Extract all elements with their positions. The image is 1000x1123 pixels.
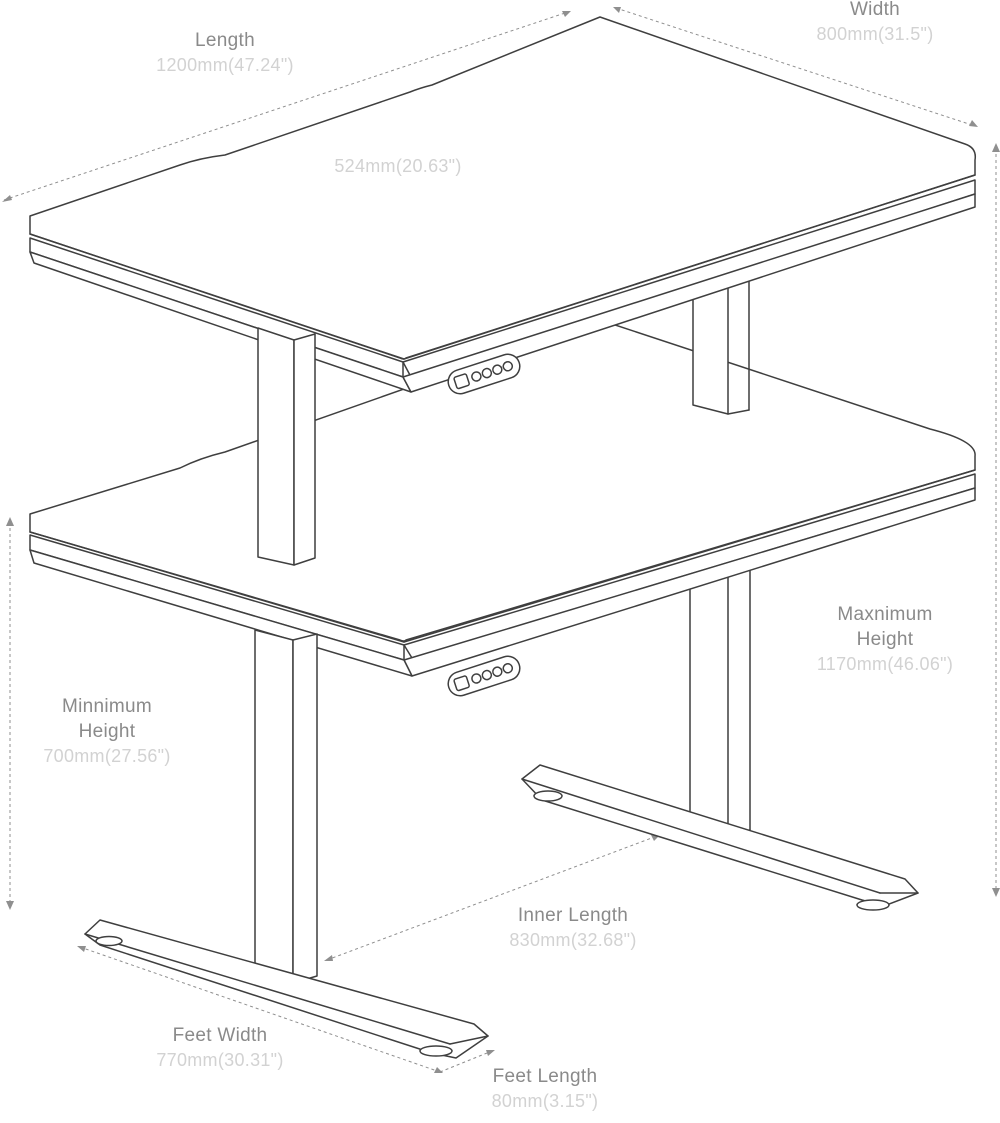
- feet-width-name: Feet Width: [172, 1025, 268, 1046]
- inner-length-label: Inner Length 830mm(32.68"): [478, 903, 668, 953]
- lower-desktop: [29, 319, 976, 677]
- width-dimension-line: [615, 7, 976, 127]
- length-value: 1200mm(47.24"): [156, 55, 294, 75]
- min-height-value: 700mm(27.56"): [43, 746, 171, 766]
- feet-width-label: Feet Width 770mm(30.31"): [130, 1023, 310, 1073]
- max-height-value: 1170mm(46.06"): [816, 654, 954, 674]
- length-label: Length 1200mm(47.24"): [130, 28, 320, 78]
- feet-length-label: Feet Length 80mm(3.15"): [460, 1064, 630, 1114]
- inner-length-name: Inner Length: [517, 905, 629, 926]
- width-arrow-top: [613, 7, 621, 13]
- max-height-arrow-top: [992, 143, 1000, 152]
- feet-length-arrow-right: [486, 1050, 495, 1056]
- inner-length-arrow-left: [324, 955, 333, 961]
- upper-front-leg: [257, 327, 316, 566]
- width-name: Width: [849, 0, 901, 20]
- max-height-name-line1: Maxnimum: [837, 604, 933, 625]
- length-arrow-left: [2, 195, 12, 202]
- lower-back-foot: [521, 764, 919, 911]
- inner-length-dimension-line: [326, 835, 658, 961]
- desk-maximum-height: [29, 16, 977, 566]
- feet-width-arrow-right: [434, 1067, 443, 1073]
- desk-minimum-height: [29, 319, 976, 1059]
- cutout-value: 524mm(20.63"): [334, 156, 462, 176]
- min-height-arrow-top: [6, 517, 14, 526]
- min-height-label: Minnimum Height 700mm(27.56"): [22, 694, 192, 769]
- lower-front-leg: [254, 629, 318, 984]
- width-arrow-bottom: [969, 120, 978, 127]
- max-height-label: Maxnimum Height 1170mm(46.06"): [800, 602, 970, 677]
- inner-length-value: 830mm(32.68"): [509, 930, 637, 950]
- length-name: Length: [195, 30, 255, 51]
- width-label: Width 800mm(31.5"): [790, 0, 960, 47]
- cutout-label: 524mm(20.63"): [308, 154, 488, 179]
- lower-front-foot: [84, 919, 489, 1059]
- lower-back-leg: [689, 563, 729, 834]
- feet-width-arrow-left: [77, 946, 86, 952]
- min-height-name-line2: Height: [78, 721, 136, 742]
- max-height-arrow-bottom: [992, 888, 1000, 897]
- feet-length-name: Feet Length: [492, 1066, 598, 1087]
- length-arrow-right: [562, 11, 571, 17]
- width-value: 800mm(31.5"): [816, 24, 934, 44]
- dimension-lines: [2, 7, 1000, 1073]
- lower-control-panel: [447, 655, 521, 697]
- upper-control-panel: [447, 353, 521, 395]
- feet-width-value: 770mm(30.31"): [156, 1050, 284, 1070]
- max-height-name-line2: Height: [856, 629, 914, 650]
- min-height-arrow-bottom: [6, 901, 14, 910]
- min-height-name-line1: Minnimum: [61, 696, 153, 717]
- feet-length-value: 80mm(3.15"): [491, 1091, 599, 1111]
